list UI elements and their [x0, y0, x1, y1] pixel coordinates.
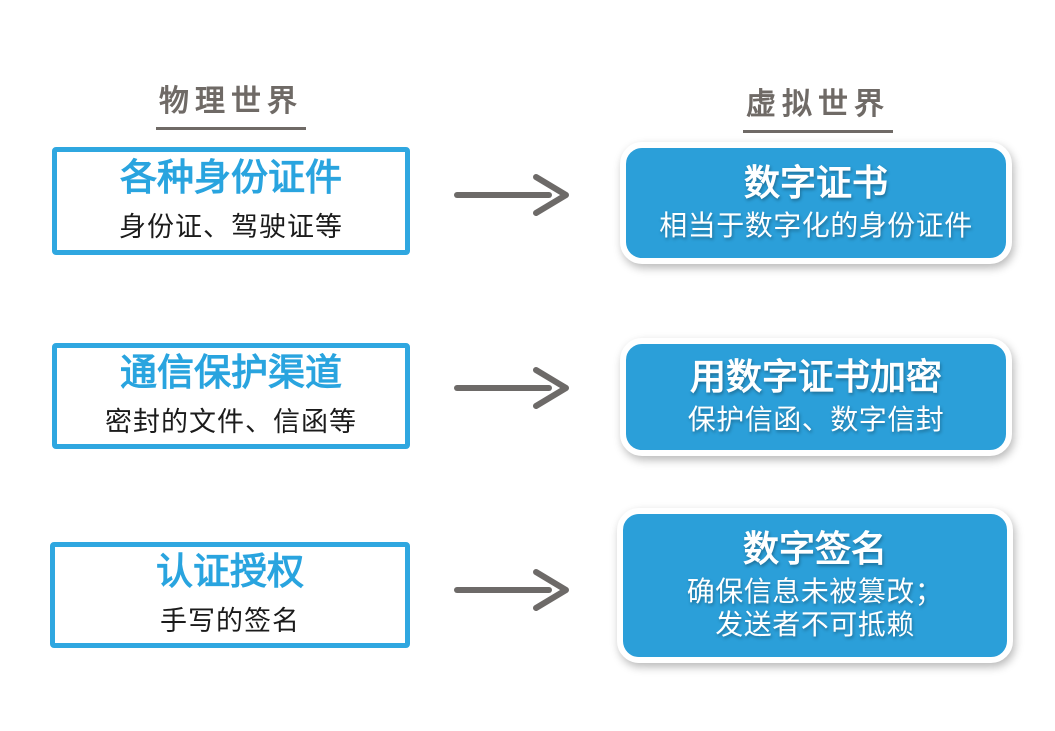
box-subtitle: 相当于数字化的身份证件 — [659, 209, 973, 241]
physical-box-identity-documents: 各种身份证件 身份证、驾驶证等 — [52, 147, 410, 255]
physical-box-protected-channel: 通信保护渠道 密封的文件、信函等 — [52, 343, 410, 449]
box-subtitle: 确保信息未被篡改； 发送者不可抵赖 — [686, 575, 944, 640]
box-title: 数字证书 — [743, 162, 888, 204]
virtual-box-digital-certificate: 数字证书 相当于数字化的身份证件 — [620, 142, 1012, 264]
right-arrow-icon — [452, 171, 572, 219]
box-subtitle: 密封的文件、信函等 — [105, 406, 357, 437]
box-title: 各种身份证件 — [120, 157, 342, 199]
column-header-virtual-label: 虚拟世界 — [743, 79, 893, 133]
box-subtitle: 手写的签名 — [160, 605, 300, 636]
virtual-box-digital-signature: 数字签名 确保信息未被篡改； 发送者不可抵赖 — [617, 508, 1013, 663]
column-header-physical-label: 物理世界 — [156, 76, 306, 130]
box-title: 认证授权 — [156, 551, 304, 593]
column-header-physical: 物理世界 — [81, 76, 381, 130]
box-title: 通信保护渠道 — [120, 352, 342, 394]
virtual-box-certificate-encryption: 用数字证书加密 保护信函、数字信封 — [620, 338, 1012, 456]
physical-box-authorization: 认证授权 手写的签名 — [50, 542, 410, 648]
box-title: 用数字证书加密 — [689, 356, 942, 398]
box-subtitle: 身份证、驾驶证等 — [119, 211, 343, 242]
column-header-virtual: 虚拟世界 — [668, 79, 968, 133]
right-arrow-icon — [452, 566, 572, 614]
box-title: 数字签名 — [742, 528, 887, 570]
box-subtitle: 保护信函、数字信封 — [687, 403, 945, 435]
right-arrow-icon — [452, 364, 572, 412]
